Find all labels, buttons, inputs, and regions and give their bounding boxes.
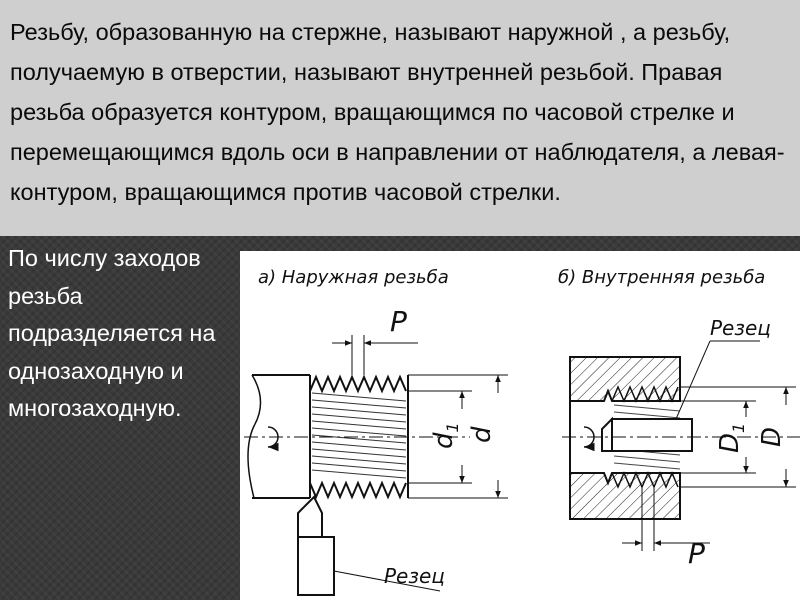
diameter-dimensions-b [680, 386, 796, 488]
pitch-label-b: P [688, 537, 705, 570]
internal-thread-teeth [611, 385, 679, 489]
description-panel: Резьбу, образованную на стержне, называю… [0, 0, 800, 236]
d-label: d [467, 426, 497, 443]
pitch-dimension-a [332, 335, 418, 375]
diameter-dimensions-a [408, 374, 508, 499]
description-text: Резьбу, образованную на стержне, называю… [10, 19, 785, 205]
cutter-leader-a [333, 570, 441, 592]
pitch-label-a: P [390, 305, 407, 338]
d1-label: d1 [429, 422, 462, 449]
thread-starts-text: По числу заходов резьба подразделяется н… [8, 245, 216, 421]
caption-external-thread: а) Наружная резьба [258, 267, 449, 288]
cutter-label-b: Резец [710, 316, 771, 340]
caption-internal-thread: б) Внутренняя резьба [558, 267, 765, 288]
cutter-a [297, 495, 335, 596]
pitch-dimension-b [622, 487, 710, 551]
break-line [247, 374, 262, 499]
cutter-b [601, 416, 693, 452]
thread-figure: а) Наружная резьба [240, 251, 800, 600]
external-thread-helix [311, 392, 407, 479]
rotation-arrow-b [583, 426, 595, 452]
cutter-label-a: Резец [384, 564, 445, 588]
cutter-leader-b [675, 340, 711, 420]
D-label: D [757, 427, 787, 447]
D1-label: D1 [715, 423, 748, 453]
rotation-arrow [267, 426, 279, 452]
